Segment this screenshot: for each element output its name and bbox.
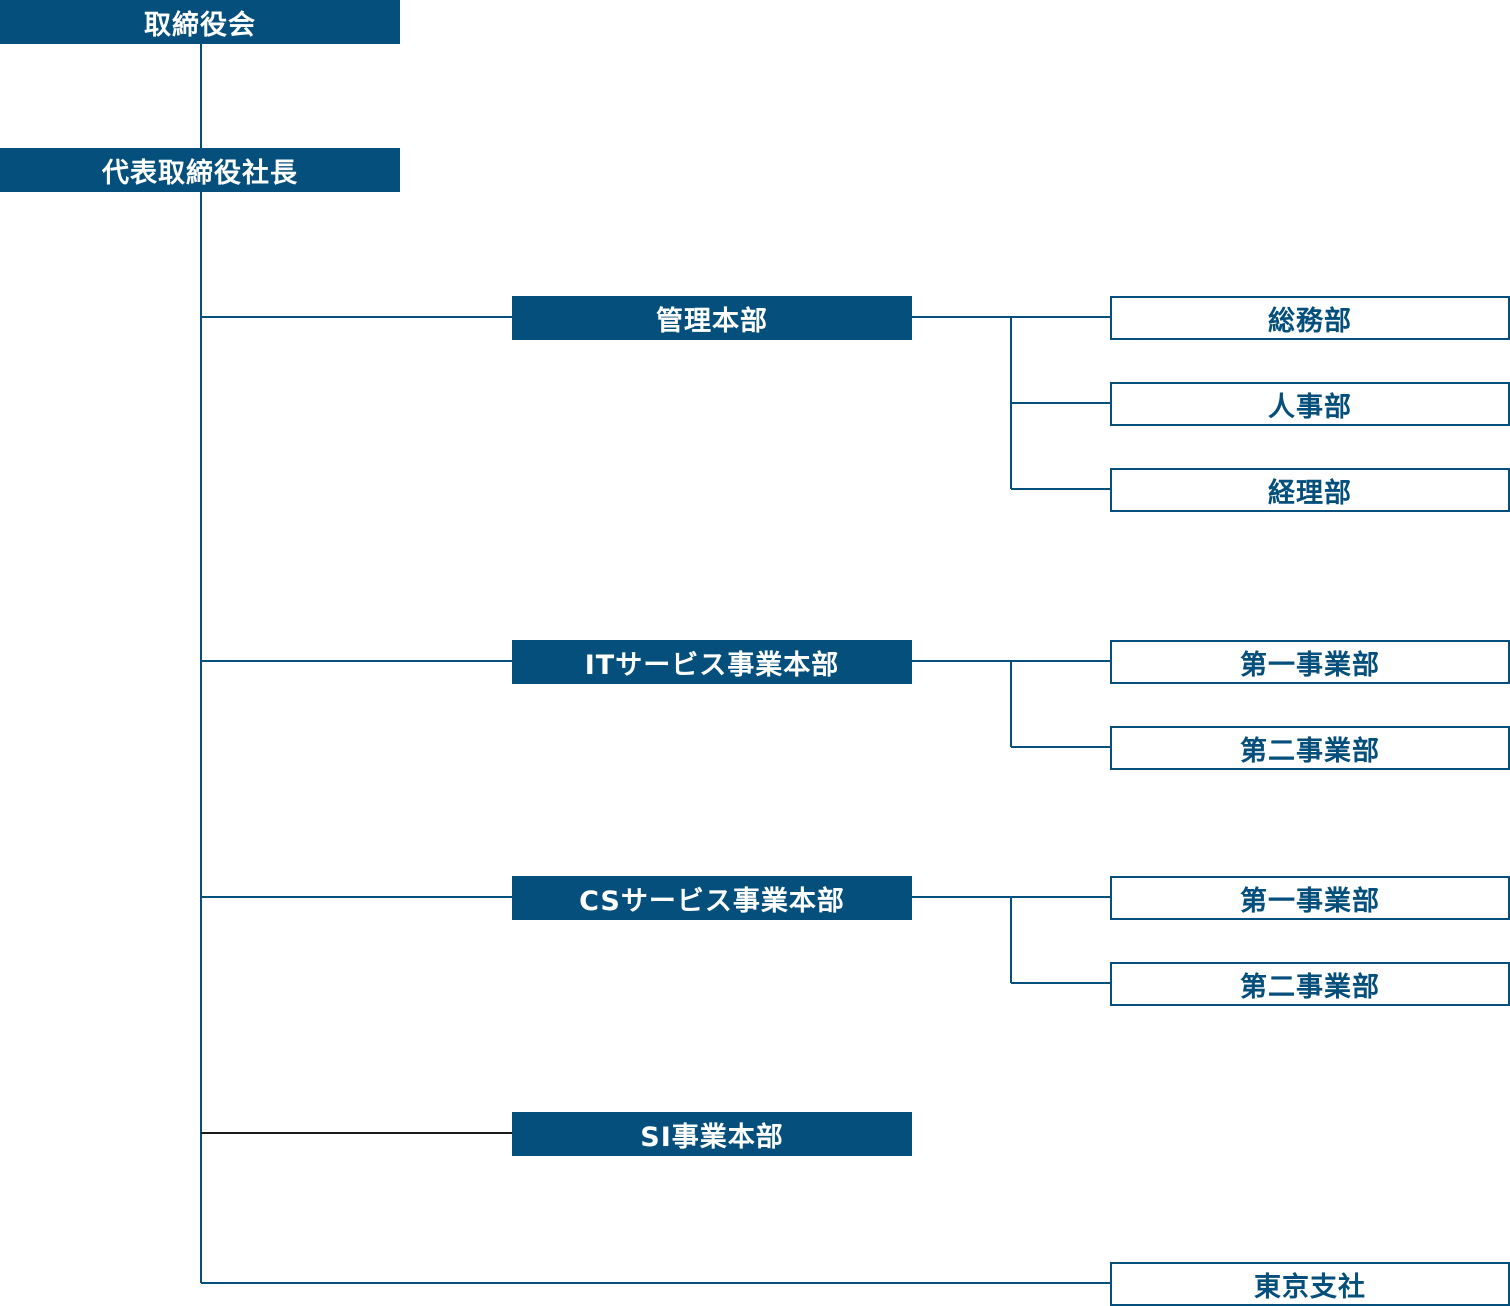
department-box: 総務部 [1110,296,1510,340]
department-box: 人事部 [1110,382,1510,426]
division-box-si: SI事業本部 [512,1112,912,1156]
department-box: 第一事業部 [1110,640,1510,684]
board-box: 取締役会 [0,0,400,44]
department-box: 第二事業部 [1110,726,1510,770]
division-box-admin: 管理本部 [512,296,912,340]
department-box: 第一事業部 [1110,876,1510,920]
department-box: 経理部 [1110,468,1510,512]
department-box: 第二事業部 [1110,962,1510,1006]
branch-box-tokyo: 東京支社 [1110,1262,1510,1306]
division-box-cs-service: CSサービス事業本部 [512,876,912,920]
division-box-it-service: ITサービス事業本部 [512,640,912,684]
president-box: 代表取締役社長 [0,148,400,192]
